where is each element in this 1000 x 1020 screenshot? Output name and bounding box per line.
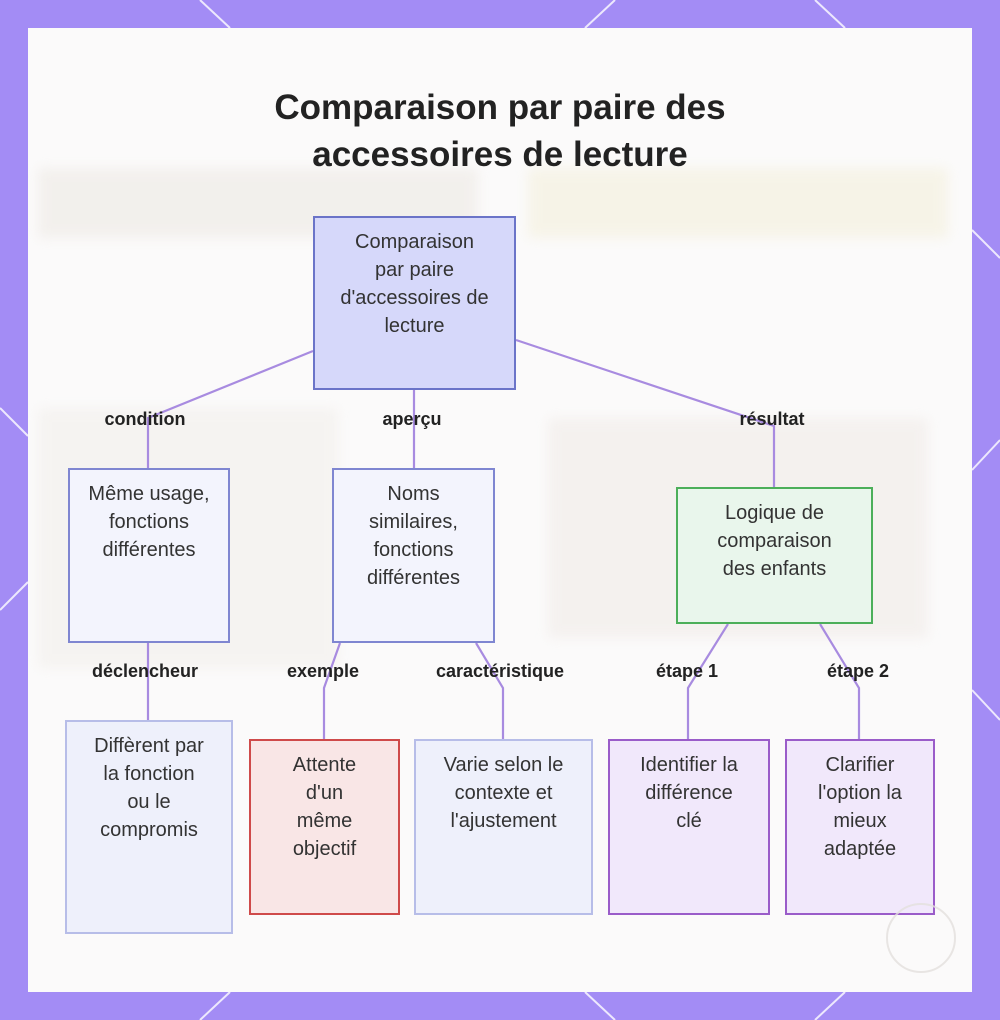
node-logic-text: Logique de comparaison des enfants — [717, 502, 832, 580]
node-identify[interactable]: Identifier la différence clé — [608, 739, 770, 915]
node-names-text: Noms similaires, fonctions différentes — [366, 483, 461, 589]
node-identify-text: Identifier la différence clé — [640, 754, 738, 832]
edge-label-exemple: exemple — [286, 661, 360, 681]
edge-label-apercu: aperçu — [382, 409, 442, 429]
title-line-1: Comparaison par paire des — [274, 88, 726, 127]
node-clarify[interactable]: Clarifier l'option la mieux adaptée — [785, 739, 935, 915]
edge-exemple — [322, 642, 342, 739]
watermark-icon — [886, 903, 956, 973]
edge-label-etape2: étape 2 — [826, 661, 890, 681]
node-usage[interactable]: Même usage, fonctions différentes — [68, 468, 230, 643]
edge-condition — [146, 349, 314, 468]
node-names[interactable]: Noms similaires, fonctions différentes — [332, 468, 495, 643]
node-clarify-text: Clarifier l'option la mieux adaptée — [818, 754, 902, 860]
node-logic[interactable]: Logique de comparaison des enfants — [676, 487, 873, 624]
edge-etape2 — [819, 623, 861, 739]
node-root-text: Comparaison par paire d'accessoires de l… — [340, 231, 489, 337]
node-context[interactable]: Varie selon le contexte et l'ajustement — [414, 739, 593, 915]
background-block — [528, 168, 948, 238]
node-context-text: Varie selon le contexte et l'ajustement — [443, 754, 564, 832]
node-differ-text: Diffèrent par la fonction ou le compromi… — [94, 735, 204, 841]
edge-label-caracteristique: caractéristique — [435, 661, 565, 681]
edge-caracteristique — [475, 642, 505, 739]
edge-label-condition: condition — [104, 409, 186, 429]
edge-label-etape1: étape 1 — [655, 661, 719, 681]
node-goal[interactable]: Attente d'un même objectif — [249, 739, 400, 915]
node-differ[interactable]: Diffèrent par la fonction ou le compromi… — [65, 720, 233, 934]
node-goal-text: Attente d'un même objectif — [292, 754, 357, 860]
edge-label-declencheur: déclencheur — [91, 661, 199, 681]
title-line-2: accessoires de lecture — [312, 135, 688, 174]
diagram-canvas: Comparaison par paire des accessoires de… — [28, 28, 972, 992]
node-usage-text: Même usage, fonctions différentes — [88, 483, 210, 561]
page-title: Comparaison par paire des accessoires de… — [28, 84, 972, 178]
edge-label-resultat: résultat — [739, 409, 805, 429]
edge-etape1 — [686, 623, 729, 739]
edge-resultat — [515, 338, 776, 487]
diagram-links — [146, 338, 861, 739]
node-root[interactable]: Comparaison par paire d'accessoires de l… — [313, 216, 516, 390]
